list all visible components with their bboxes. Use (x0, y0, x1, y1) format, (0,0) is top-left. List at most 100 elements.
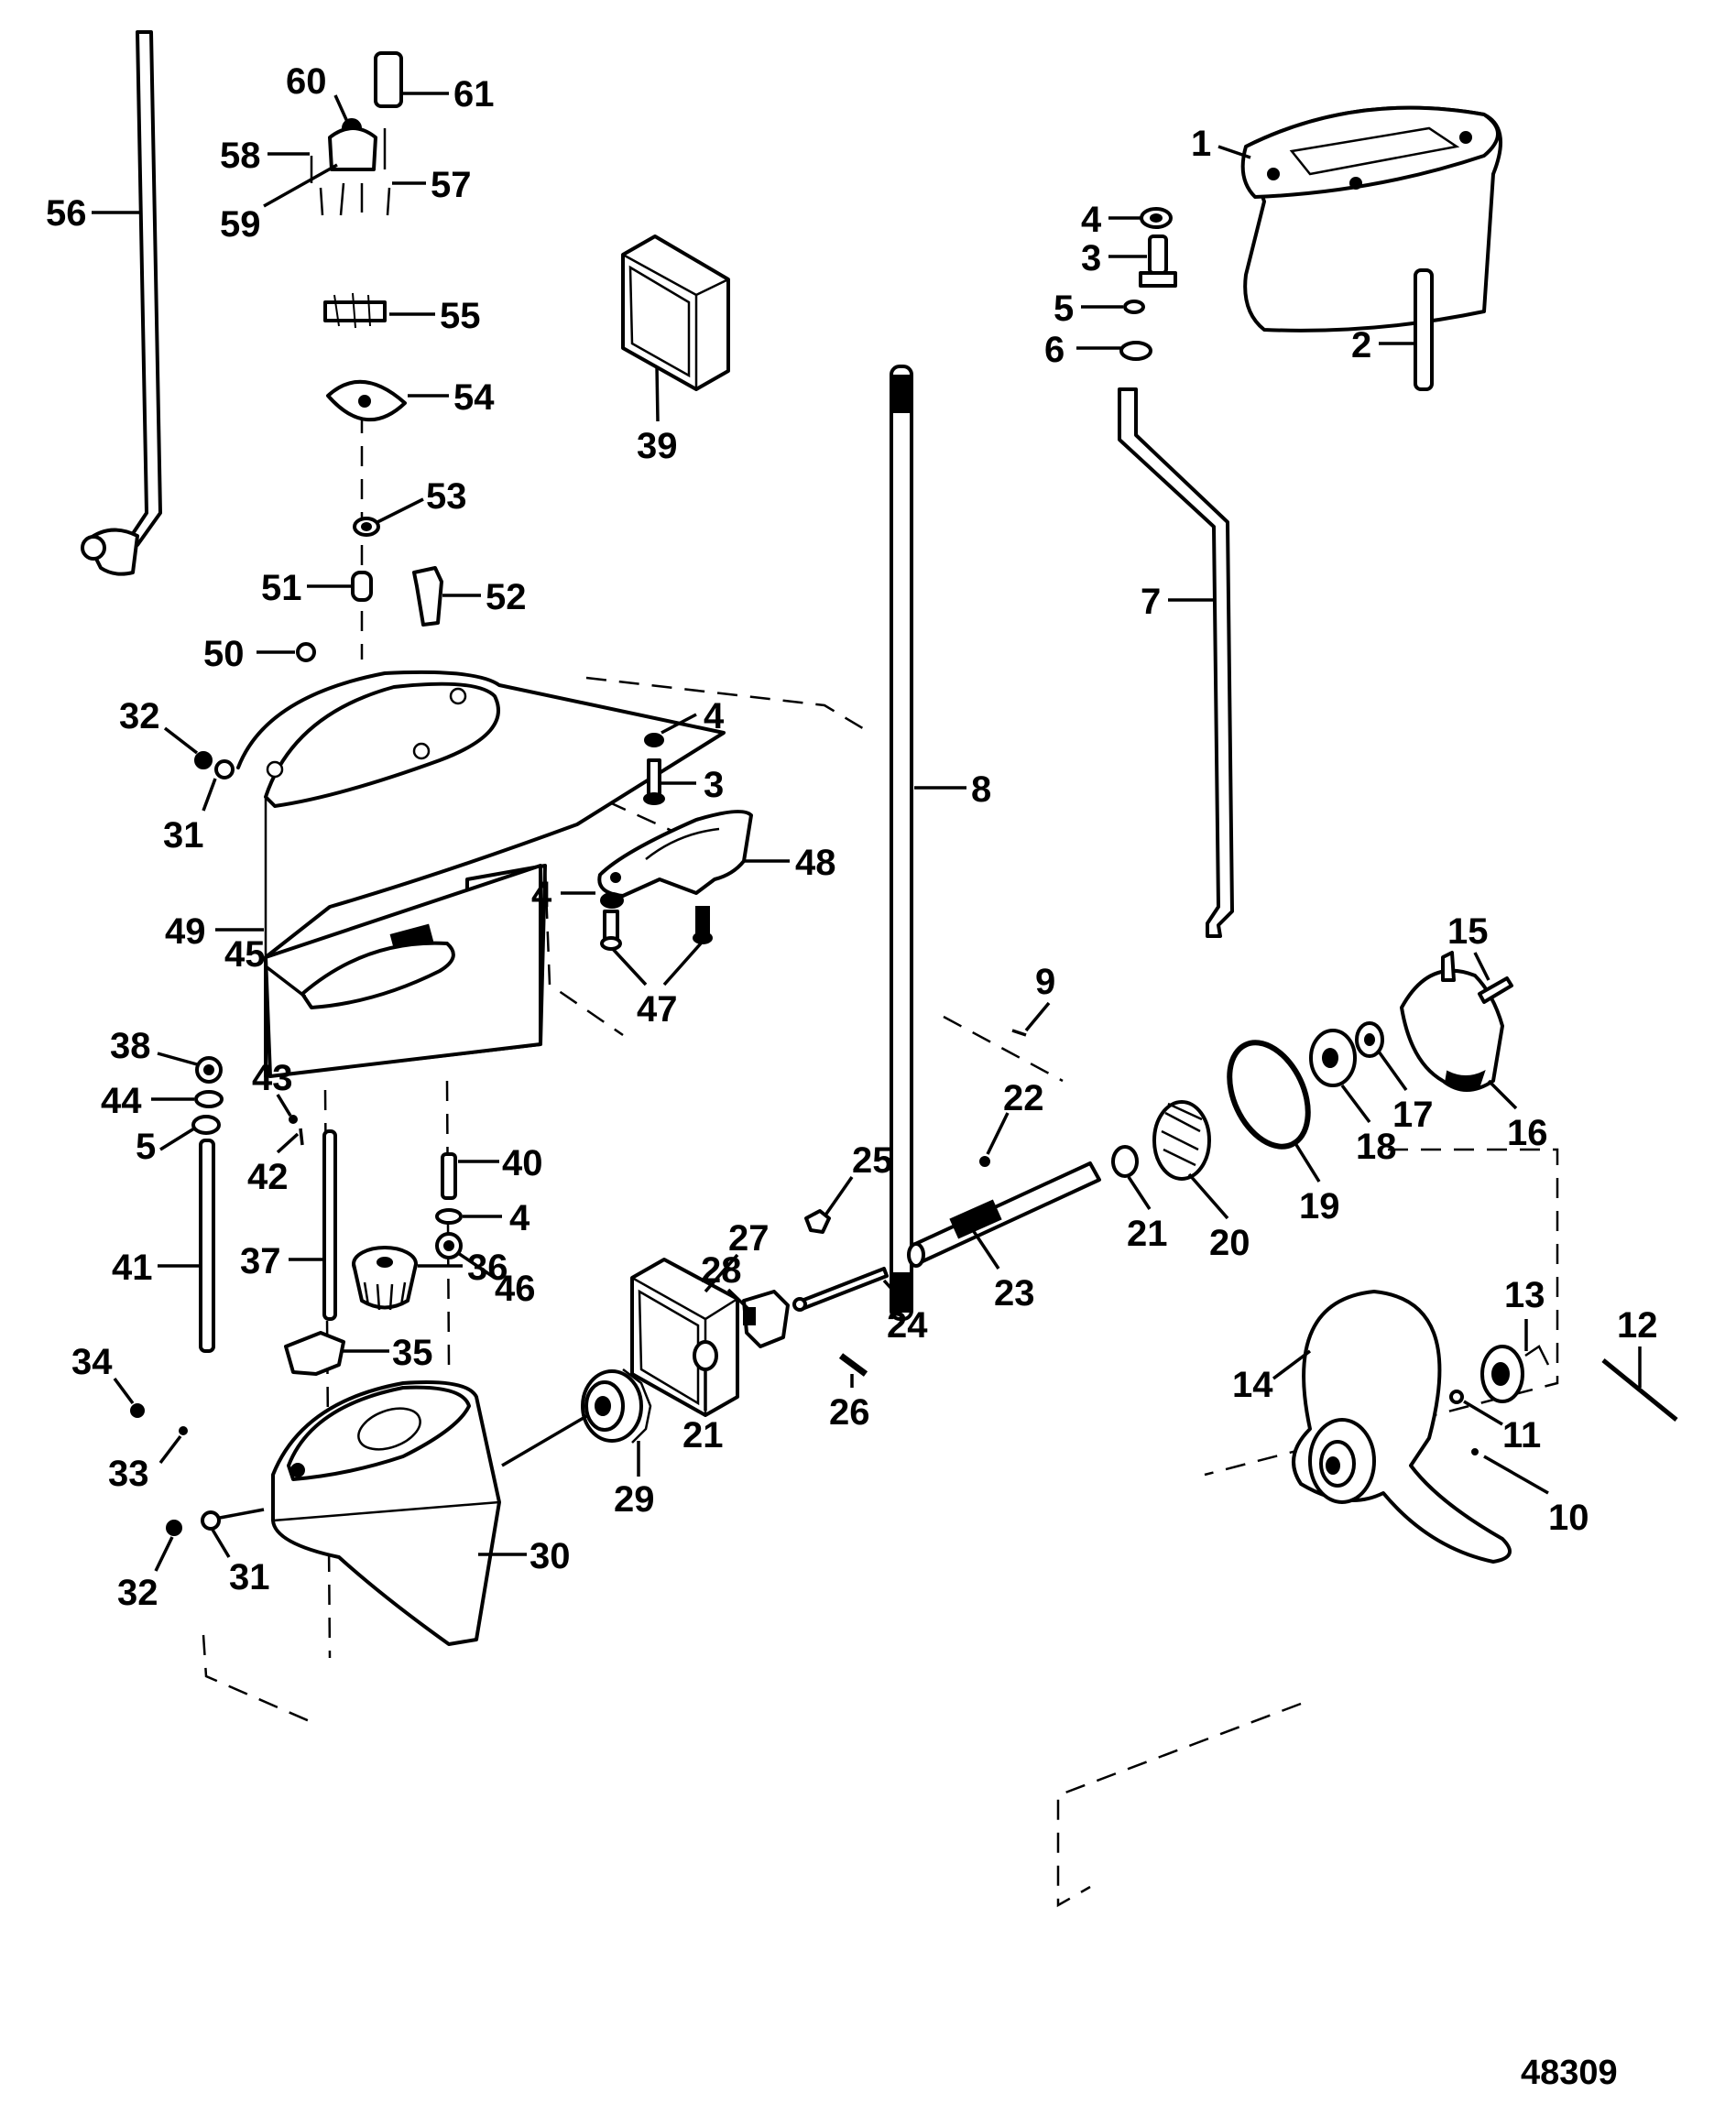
part-7-upper-shift-shaft[interactable] (1118, 387, 1234, 938)
part-29-forward-gear[interactable] (581, 1368, 652, 1444)
leader-25 (823, 1175, 854, 1218)
part-48-anode-plate[interactable] (597, 810, 753, 898)
part-11-washer[interactable] (1449, 1390, 1464, 1404)
part-13-nut[interactable] (1480, 1345, 1550, 1403)
part-51-seal[interactable] (351, 571, 373, 602)
part-19-oring[interactable] (1214, 1030, 1324, 1160)
figure-number: 48309 (1521, 2054, 1618, 2092)
callout-32a: 32 (119, 696, 160, 736)
callout-52: 52 (486, 577, 527, 617)
part-4-washer-top[interactable] (1140, 207, 1173, 229)
part-36-bearing-gear[interactable] (352, 1246, 418, 1311)
callout-54: 54 (453, 377, 495, 418)
leader-60 (333, 94, 350, 125)
callout-60: 60 (286, 61, 327, 102)
callout-14: 14 (1232, 1365, 1273, 1405)
part-52-grommet[interactable] (412, 566, 443, 627)
part-32-nut-lower[interactable] (166, 1520, 182, 1536)
part-47-screws[interactable] (600, 906, 713, 951)
part-54-face-plate[interactable] (326, 379, 407, 422)
part-5-oring-lower[interactable] (191, 1115, 221, 1135)
leader-31a (202, 778, 217, 812)
leader-59 (263, 163, 338, 208)
part-39-decal-box[interactable] (621, 234, 730, 391)
part-31-washer-lower[interactable] (201, 1510, 221, 1531)
callout-40: 40 (502, 1143, 543, 1183)
part-12-cotter-pin[interactable] (1601, 1358, 1678, 1422)
part-8-driveshaft[interactable] (890, 365, 913, 1321)
part-15-screw[interactable] (1478, 976, 1513, 1004)
part-17-seal[interactable] (1355, 1021, 1384, 1058)
part-44-washer[interactable] (194, 1090, 224, 1108)
part-18-bearing[interactable] (1309, 1029, 1357, 1087)
callout-12: 12 (1617, 1305, 1658, 1346)
part-50-plug[interactable] (296, 642, 316, 662)
part-45-gasket[interactable] (300, 941, 455, 1009)
part-40-stud[interactable] (441, 1152, 457, 1200)
part-16-bearing-carrier[interactable] (1400, 951, 1504, 1092)
callout-7: 7 (1141, 582, 1161, 622)
part-25-clip[interactable] (804, 1209, 831, 1234)
part-55-impeller[interactable] (323, 292, 387, 329)
leader-28 (726, 1288, 753, 1314)
callout-41: 41 (112, 1248, 153, 1288)
leader-31b (211, 1529, 231, 1558)
part-43-42-pin[interactable] (289, 1115, 304, 1146)
part-41-shift-shaft-lower[interactable] (199, 1139, 215, 1353)
part-21-washer-upper[interactable] (1111, 1145, 1139, 1178)
part-30-gear-housing[interactable] (271, 1380, 501, 1646)
part-26-pin[interactable] (838, 1353, 868, 1377)
part-56-shift-rod[interactable] (81, 30, 162, 576)
callout-28: 28 (701, 1250, 742, 1291)
part-3-bolt-top[interactable] (1139, 234, 1177, 288)
part-22-ball[interactable] (979, 1156, 990, 1167)
part-21-washer-lower[interactable] (693, 1340, 718, 1371)
callout-15: 15 (1447, 911, 1489, 952)
callout-4c: 4 (531, 875, 552, 915)
part-33-washer[interactable] (179, 1426, 188, 1435)
part-23-propeller-shaft[interactable] (907, 1161, 1101, 1268)
leader-34 (113, 1377, 135, 1405)
part-31-washer-upper[interactable] (214, 759, 235, 779)
callout-55: 55 (440, 296, 481, 336)
part-14-propeller[interactable] (1292, 1290, 1512, 1564)
callout-4b: 4 (704, 696, 725, 736)
callout-27: 27 (728, 1218, 770, 1259)
leader-4b (661, 713, 697, 735)
part-5-oring-top[interactable] (1123, 300, 1145, 314)
callout-30: 30 (530, 1536, 571, 1576)
leader-9 (1024, 1001, 1051, 1032)
part-38-nut[interactable] (195, 1056, 223, 1084)
part-34-screw[interactable] (130, 1403, 145, 1418)
part-58-59-60-57-pump-housing[interactable] (310, 118, 391, 216)
leader-53 (377, 497, 424, 524)
part-4-washer-48[interactable] (600, 892, 624, 909)
part-61-grommet[interactable] (374, 51, 403, 108)
callout-44: 44 (101, 1081, 142, 1121)
part-6-washer[interactable] (1119, 341, 1152, 361)
part-24-cam-follower[interactable] (792, 1267, 889, 1312)
part-37-shift-shaft-coupler[interactable] (322, 1129, 337, 1321)
leader-27 (704, 1253, 739, 1293)
callout-22: 22 (1003, 1078, 1044, 1118)
part-32-nut-upper[interactable] (194, 751, 213, 769)
part-53-washer[interactable] (353, 517, 380, 537)
callout-31a: 31 (163, 815, 204, 856)
part-9-pin[interactable] (1011, 1029, 1027, 1037)
part-35-shift-cam[interactable] (284, 1331, 345, 1376)
part-46-nut[interactable] (435, 1232, 463, 1259)
leader-23 (969, 1226, 1000, 1270)
part-4-washer-lower[interactable] (435, 1208, 463, 1225)
part-20-reverse-gear[interactable] (1152, 1100, 1211, 1181)
part-28-clutch[interactable] (742, 1290, 790, 1348)
callout-4d: 4 (509, 1198, 530, 1238)
part-1-adapter-plate[interactable] (1240, 105, 1502, 332)
callout-21a: 21 (1127, 1214, 1168, 1254)
part-3-screw-mid[interactable] (643, 758, 665, 805)
leader-47b (662, 942, 703, 987)
part-2-water-tube[interactable] (1414, 268, 1434, 391)
part-4-washer-mid[interactable] (644, 733, 664, 747)
part-10-thrust-hub[interactable] (1471, 1448, 1479, 1455)
callout-39: 39 (637, 426, 678, 466)
part-27-decal-box[interactable] (630, 1258, 739, 1417)
